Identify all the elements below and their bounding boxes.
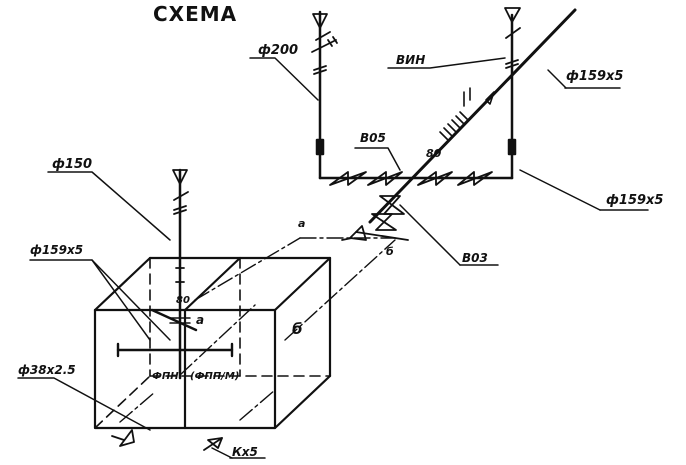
label-pipe-80: 80 — [176, 295, 190, 306]
label-a-box: а — [196, 313, 205, 327]
tank-box — [93, 256, 332, 430]
riser-vin — [507, 13, 517, 180]
air-vent-symbol-tank — [172, 169, 189, 283]
label-tank-fill2: (ФПП/М) — [190, 371, 240, 382]
label-b-upper: б — [386, 245, 394, 258]
label-d200: ф200 — [258, 43, 299, 58]
tank-inner-pipe — [116, 308, 234, 358]
label-vin: ВИН — [396, 53, 426, 67]
valve-group-left — [329, 171, 403, 186]
valve-cluster-v03 — [341, 195, 409, 241]
tank-hidden-edges — [94, 257, 331, 429]
label-v03: В03 — [462, 251, 488, 265]
diagonal-main-pipe — [368, 8, 577, 224]
label-a-upper: а — [298, 217, 306, 230]
outlet-arrow-left — [111, 429, 135, 447]
air-vent-symbol-left — [311, 13, 338, 75]
label-tank-fill: ФПН — [152, 371, 179, 382]
leader-lines — [17, 57, 649, 459]
air-vent-symbol-right — [504, 7, 521, 69]
pipe-ticks — [439, 87, 495, 141]
label-k5: Кх5 — [232, 445, 258, 459]
label-d38x2-5: ф38х2.5 — [18, 363, 76, 377]
axis-lines — [119, 237, 396, 423]
label-d150: ф150 — [52, 157, 93, 172]
label-v05: В05 — [360, 131, 386, 145]
label-d159x5-right: ф159х5 — [606, 193, 664, 208]
label-d159x5-left: ф159х5 — [30, 243, 84, 257]
label-b-box: б — [292, 320, 303, 338]
diagram-title: СХЕМА — [153, 2, 238, 26]
tank-inner-ticks — [169, 317, 191, 324]
outlet-arrow-right — [203, 437, 223, 451]
label-slope-80: 80 — [426, 147, 442, 160]
label-d159x5-top: ф159х5 — [566, 69, 624, 84]
riser-d200 — [315, 10, 514, 180]
valve-group-right — [417, 171, 493, 186]
